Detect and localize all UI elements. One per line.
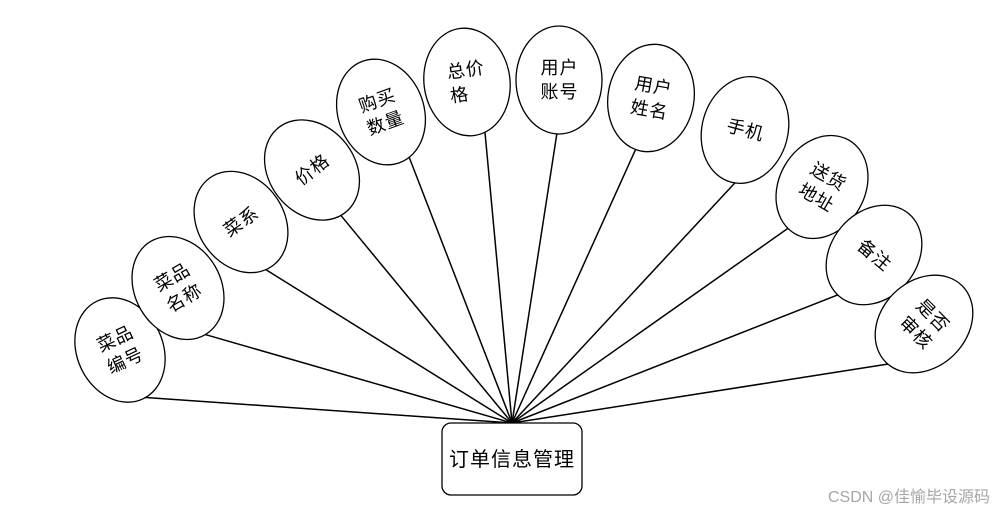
connector-line xyxy=(407,154,513,424)
entity-node: 订单信息管理 xyxy=(441,422,583,496)
connector-line xyxy=(511,178,739,424)
attribute-label: 用户 xyxy=(541,58,579,78)
attribute-node: 菜系 xyxy=(193,170,289,274)
attribute-ellipse xyxy=(423,27,511,137)
attribute-ellipse xyxy=(193,170,289,274)
attribute-node: 价格 xyxy=(263,119,361,221)
entity-label: 订单信息管理 xyxy=(449,448,575,471)
entity-box xyxy=(441,422,583,496)
connector-lines xyxy=(143,124,891,424)
attribute-ellipse xyxy=(606,43,696,153)
attribute-label: 账号 xyxy=(541,82,579,102)
connector-line xyxy=(337,211,513,424)
attribute-ellipse xyxy=(74,297,166,403)
attribute-nodes: 菜品编号菜品名称菜系价格购买数量总价格用户账号用户姓名手机送货地址备注是否审核 xyxy=(74,25,974,403)
connector-line xyxy=(260,266,513,424)
attribute-node: 手机 xyxy=(700,76,790,184)
attribute-node: 总价格 xyxy=(423,27,511,137)
attribute-label: 格 xyxy=(449,84,471,106)
connector-line xyxy=(199,332,513,424)
attribute-ellipse xyxy=(263,119,361,221)
attribute-ellipse xyxy=(700,76,790,184)
attribute-ellipse xyxy=(775,134,869,240)
connector-line xyxy=(483,124,513,424)
attribute-ellipse xyxy=(515,25,603,135)
connector-line xyxy=(511,292,843,424)
connector-line xyxy=(511,223,794,424)
watermark: CSDN @佳愉毕设源码 xyxy=(828,488,990,506)
connector-line xyxy=(511,363,891,424)
connector-line xyxy=(143,396,513,424)
attribute-ellipse xyxy=(131,235,225,341)
attribute-node: 备注 xyxy=(825,204,923,306)
attribute-ellipse xyxy=(874,274,974,374)
connector-line xyxy=(511,124,559,424)
connector-line xyxy=(511,145,638,424)
attribute-ellipse xyxy=(335,58,427,166)
